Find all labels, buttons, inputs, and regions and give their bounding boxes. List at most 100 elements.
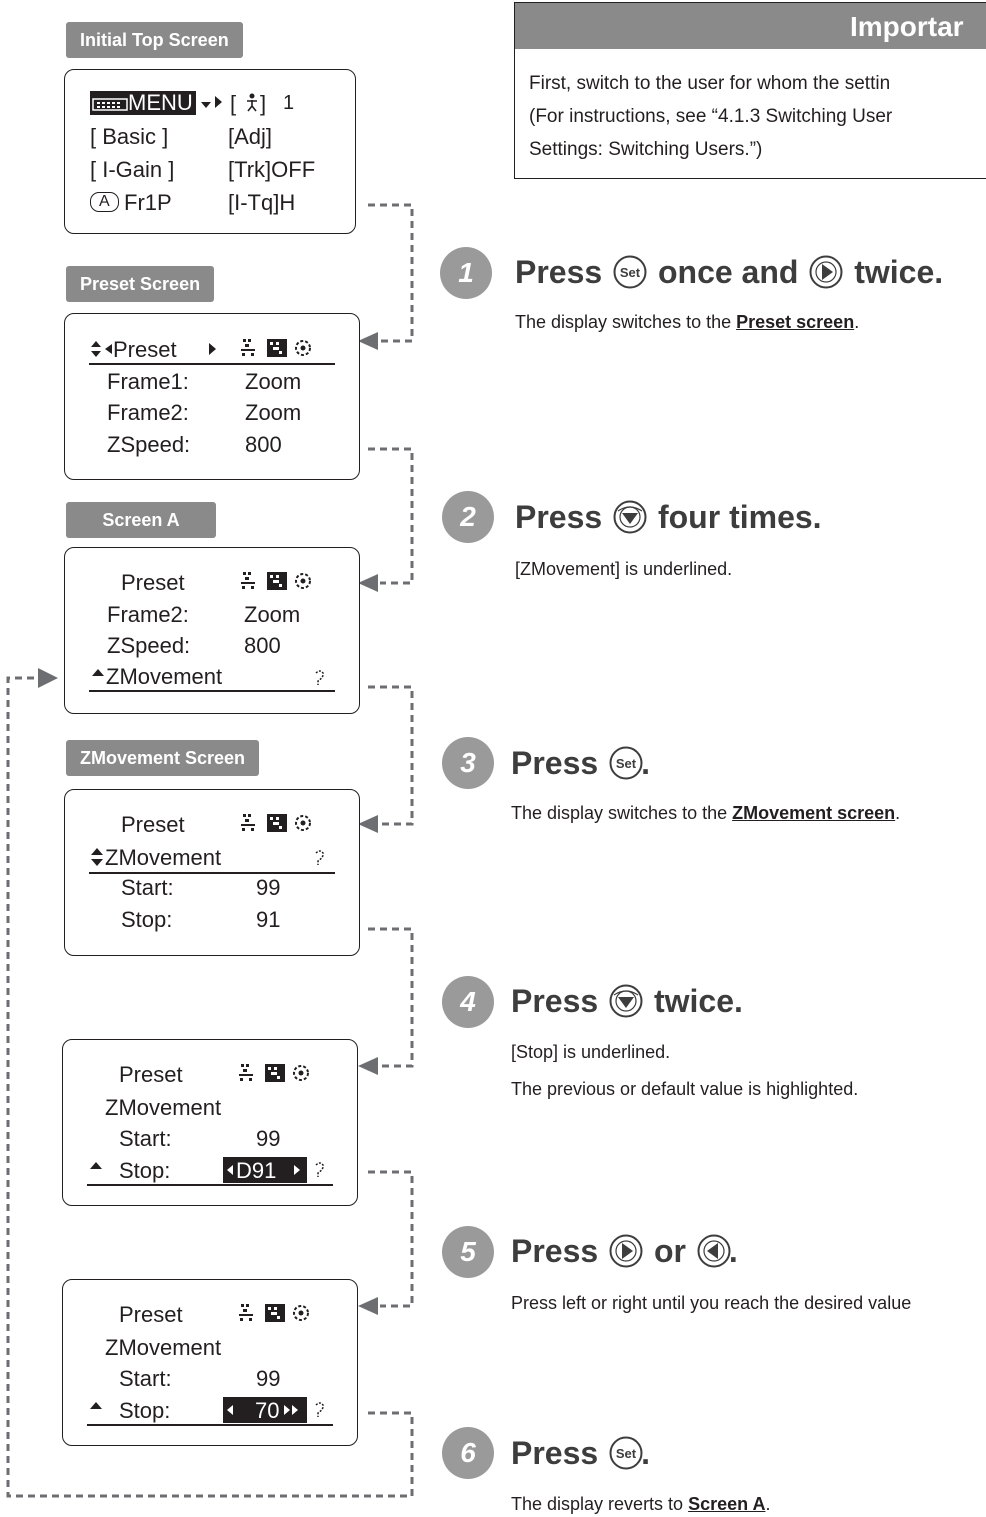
important-body: First, switch to the user for whom the s… (515, 49, 986, 166)
menu-adj: [Adj] (228, 124, 273, 149)
zspeed-label: ZSpeed: (107, 432, 191, 457)
left-arrow-icon (227, 1405, 233, 1415)
connector-step4-to-step5 (368, 1170, 414, 1308)
menu-itq: [I-Tq]H (228, 190, 296, 215)
user-number: 1 (283, 92, 295, 114)
press-text: Press (511, 983, 599, 1019)
svg-text:Set: Set (616, 756, 637, 771)
step-1-title: Press Set once and twice. (515, 254, 943, 290)
desc-text: The display reverts to (511, 1494, 689, 1514)
step-6-desc: The display reverts to Screen A. (511, 1495, 770, 1513)
step-3-desc: The display switches to the ZMovement sc… (511, 804, 900, 822)
right-arrow-icon (209, 343, 216, 355)
zmovement-item: ZMovement (105, 1335, 222, 1360)
zmovement-underline (89, 872, 335, 874)
zmovement-underline (89, 690, 335, 692)
frame2-value: Zoom (244, 602, 301, 627)
menu-fr1p: Fr1P (124, 190, 172, 215)
lcd-screen-a: Preset Frame2: Zoom ZSpeed: 800 ZMovemen… (64, 547, 360, 714)
start-value: 99 (256, 1126, 281, 1151)
menu-nav-arrows-icon (201, 96, 222, 108)
press-text: Press (511, 1435, 599, 1471)
connector-preset-to-a (368, 447, 414, 585)
desc-end: . (765, 1494, 771, 1514)
step-4-desc-1: [Stop] is underlined. (511, 1042, 671, 1062)
set-button-icon: Set (613, 255, 647, 289)
preset-title: Preset (119, 1302, 183, 1327)
submenu-icon (315, 850, 324, 865)
preset-title: Preset (121, 570, 185, 595)
preset-title: Preset (119, 1062, 183, 1087)
zmovement-item: ZMovement (105, 1095, 222, 1120)
right-arrow-icon (294, 1165, 300, 1175)
connector-loop-back (6, 676, 414, 1498)
important-line-3: Settings: Switching Users.”) (529, 139, 763, 160)
step-2-title: Press four times. (515, 499, 822, 535)
label-initial-top-screen: Initial Top Screen (66, 22, 243, 58)
important-line-2: (For instructions, see “4.1.3 Switching … (529, 106, 893, 127)
preset-screen-link[interactable]: Preset screen (736, 312, 855, 332)
important-title: Importar (515, 3, 986, 49)
arrowhead-zmov (358, 815, 378, 833)
start-label: Start: (121, 875, 174, 900)
stop-value-highlight: 70 (223, 1397, 307, 1423)
menu-basic: [ Basic ] (90, 124, 169, 149)
step-4-title: Press twice. (511, 983, 743, 1019)
step-number-1: 1 (440, 247, 492, 299)
menu-keyboard-icon (92, 98, 128, 111)
step-number-3: 3 (442, 737, 494, 789)
label-screen-a: Screen A (66, 502, 216, 538)
lcd-status-icons (241, 572, 311, 590)
press-text: Press (515, 254, 603, 290)
desc-end: . (895, 803, 901, 823)
submenu-icon (315, 1162, 324, 1177)
zmovement-item: ZMovement (105, 845, 222, 870)
frame1-label: Frame1: (107, 369, 189, 394)
frame2-value: Zoom (245, 400, 302, 425)
step-3-title: Press Set. (511, 745, 650, 781)
stop-value: D91 (236, 1158, 277, 1183)
svg-text:Set: Set (616, 1446, 637, 1461)
up-arrow-icon (90, 1162, 102, 1169)
important-line-1: First, switch to the user for whom the s… (529, 73, 891, 94)
important-box: Importar First, switch to the user for w… (514, 2, 986, 179)
frame2-label: Frame2: (107, 602, 189, 627)
screen-a-link[interactable]: Screen A (688, 1494, 766, 1514)
a-key-badge: A (90, 192, 119, 212)
submenu-icon (315, 670, 324, 685)
press-text: Press (515, 499, 603, 535)
lcd-status-icons (239, 1064, 309, 1082)
menu-tab: MENU (90, 91, 196, 115)
lcd-stop-highlighted: Preset ZMovement Start: 99 Stop: D91 (62, 1039, 358, 1206)
arrowhead-preset (358, 332, 378, 350)
lcd-status-icons (239, 1304, 309, 1322)
stop-label: Stop: (119, 1158, 171, 1183)
updown-left-arrows-icon (91, 341, 112, 357)
menu-igain: [ I-Gain ] (90, 157, 175, 182)
step-5-desc: Press left or right until you reach the … (511, 1293, 912, 1313)
arrowhead-loop (38, 668, 58, 688)
period-text: . (641, 745, 650, 781)
connector-top-to-preset (368, 203, 414, 343)
step-2-desc: [ZMovement] is underlined. (515, 559, 733, 579)
submenu-icon (315, 1402, 324, 1417)
lcd-status-icons (241, 814, 311, 832)
label-zmovement-screen: ZMovement Screen (66, 740, 260, 776)
connector-zmov-to-step4 (368, 927, 414, 1068)
step-5-title: Press or . (511, 1234, 738, 1268)
stop-value-highlight: D91 (223, 1157, 307, 1183)
lcd-preset-screen: Preset Frame1: Zoom Frame2: Zoom ZSpeed:… (64, 313, 360, 480)
up-arrow-icon (90, 1402, 102, 1409)
zmovement-screen-link[interactable]: ZMovement screen (732, 803, 896, 823)
step-number-5: 5 (442, 1226, 494, 1278)
svg-text:Set: Set (620, 265, 641, 280)
stop-label: Stop: (121, 907, 173, 932)
stop-underline (87, 1424, 333, 1426)
desc-text: The display switches to the (515, 312, 737, 332)
connector-a-to-zmov (368, 685, 414, 826)
preset-title: Preset (113, 337, 177, 362)
user-figure-icon (247, 93, 257, 112)
menu-text: MENU (128, 90, 193, 115)
step-number-4: 4 (442, 976, 494, 1028)
